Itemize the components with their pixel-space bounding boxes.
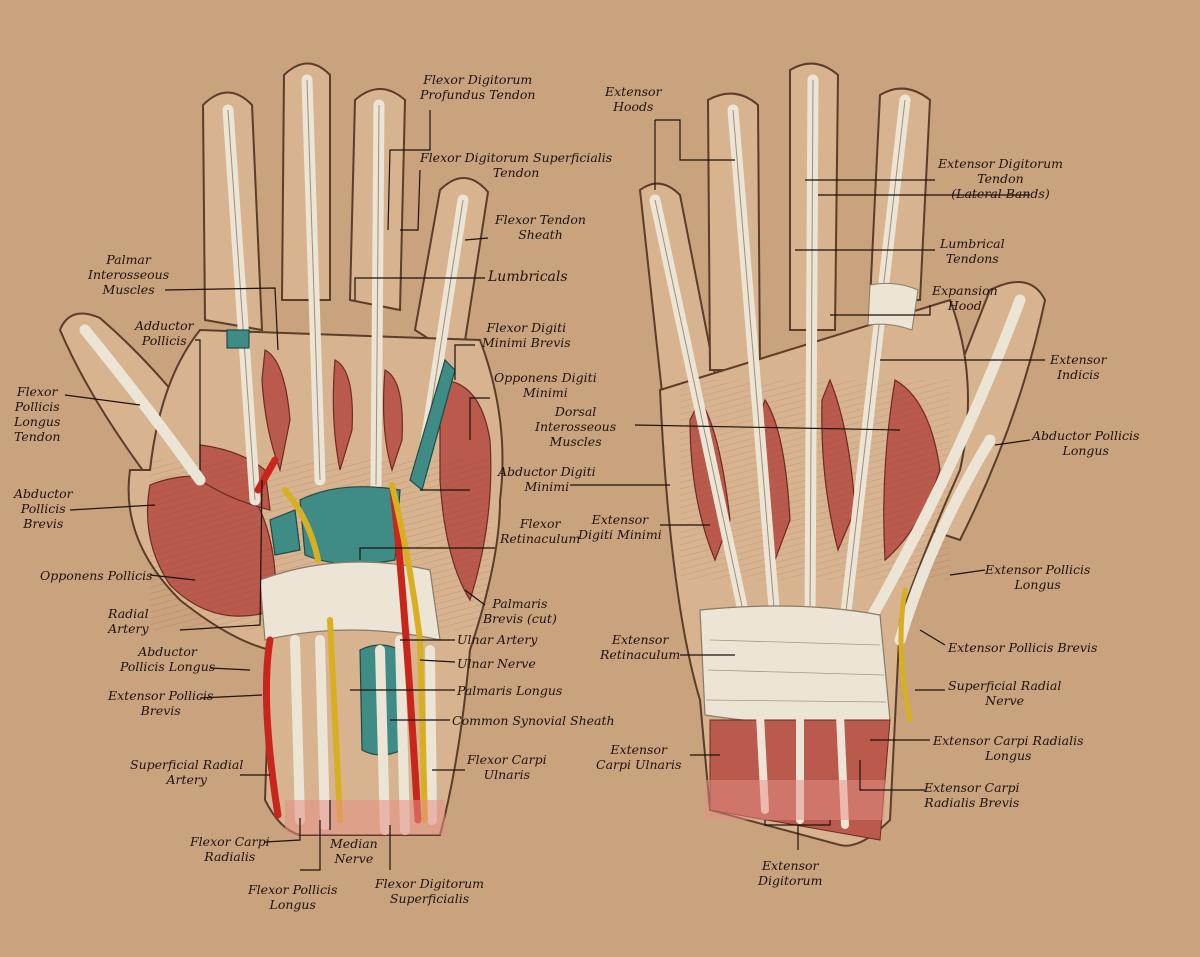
label-ulnar-nerve: Ulnar Nerve xyxy=(457,656,536,671)
label-extensor-pollicis-brevis-dorsal: Extensor Pollicis Brevis xyxy=(948,640,1098,655)
label-ulnar-artery: Ulnar Artery xyxy=(457,632,538,647)
synovial-sheaths xyxy=(226,329,456,756)
label-opponens-pollicis: Opponens Pollicis xyxy=(40,568,153,583)
extensor-retinaculum xyxy=(699,605,891,725)
dorsal-hand xyxy=(638,62,1047,847)
palmar-hand xyxy=(58,62,504,836)
expansion-hood xyxy=(867,282,919,331)
superficial-radial-nerve xyxy=(898,587,913,723)
label-palmaris-longus: Palmaris Longus xyxy=(457,683,563,698)
label-common-synovial-sheath: Common Synovial Sheath xyxy=(452,713,615,728)
palmar-arteries xyxy=(254,456,422,824)
label-lumbricals: Lumbricals xyxy=(488,269,568,285)
palmar-nerves xyxy=(282,482,428,823)
leader-lines xyxy=(64,110,1045,871)
